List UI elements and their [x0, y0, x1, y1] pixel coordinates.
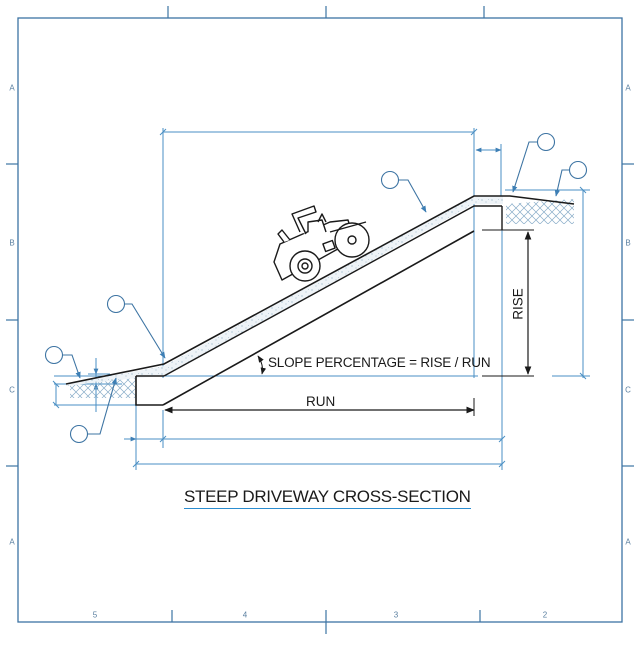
run-dimension	[164, 398, 475, 416]
road-roller-icon	[273, 205, 370, 282]
callout-bubble-icon[interactable]	[44, 345, 81, 379]
row-label-right: A	[625, 83, 631, 93]
row-label-right: A	[625, 537, 631, 547]
callouts	[44, 132, 588, 444]
slope-formula-label: SLOPE PERCENTAGE = RISE / RUN	[268, 355, 491, 370]
row-label-left: A	[9, 537, 15, 547]
callout-bubble-icon[interactable]	[69, 377, 117, 444]
rise-label: RISE	[510, 288, 526, 320]
row-label-left: C	[9, 385, 15, 395]
slope-angle-arc	[257, 355, 267, 375]
column-label: 2	[542, 610, 548, 620]
drawing-title: STEEP DRIVEWAY CROSS-SECTION	[184, 487, 471, 509]
row-label-right: B	[625, 238, 631, 248]
sheet-frame	[6, 6, 634, 634]
column-label: 3	[393, 610, 399, 620]
callout-bubble-icon[interactable]	[554, 160, 588, 197]
driveway-slab	[65, 195, 575, 406]
callout-bubble-icon[interactable]	[512, 132, 556, 193]
column-label: 4	[242, 610, 248, 620]
callout-bubble-icon[interactable]	[380, 170, 427, 213]
soil-hatch	[70, 199, 574, 398]
dimension-lines	[52, 128, 590, 470]
run-label: RUN	[306, 394, 336, 409]
row-label-right: C	[625, 385, 631, 395]
callout-bubble-icon[interactable]	[106, 294, 166, 359]
column-label: 5	[92, 610, 98, 620]
row-label-left: B	[9, 238, 15, 248]
row-label-left: A	[9, 83, 15, 93]
